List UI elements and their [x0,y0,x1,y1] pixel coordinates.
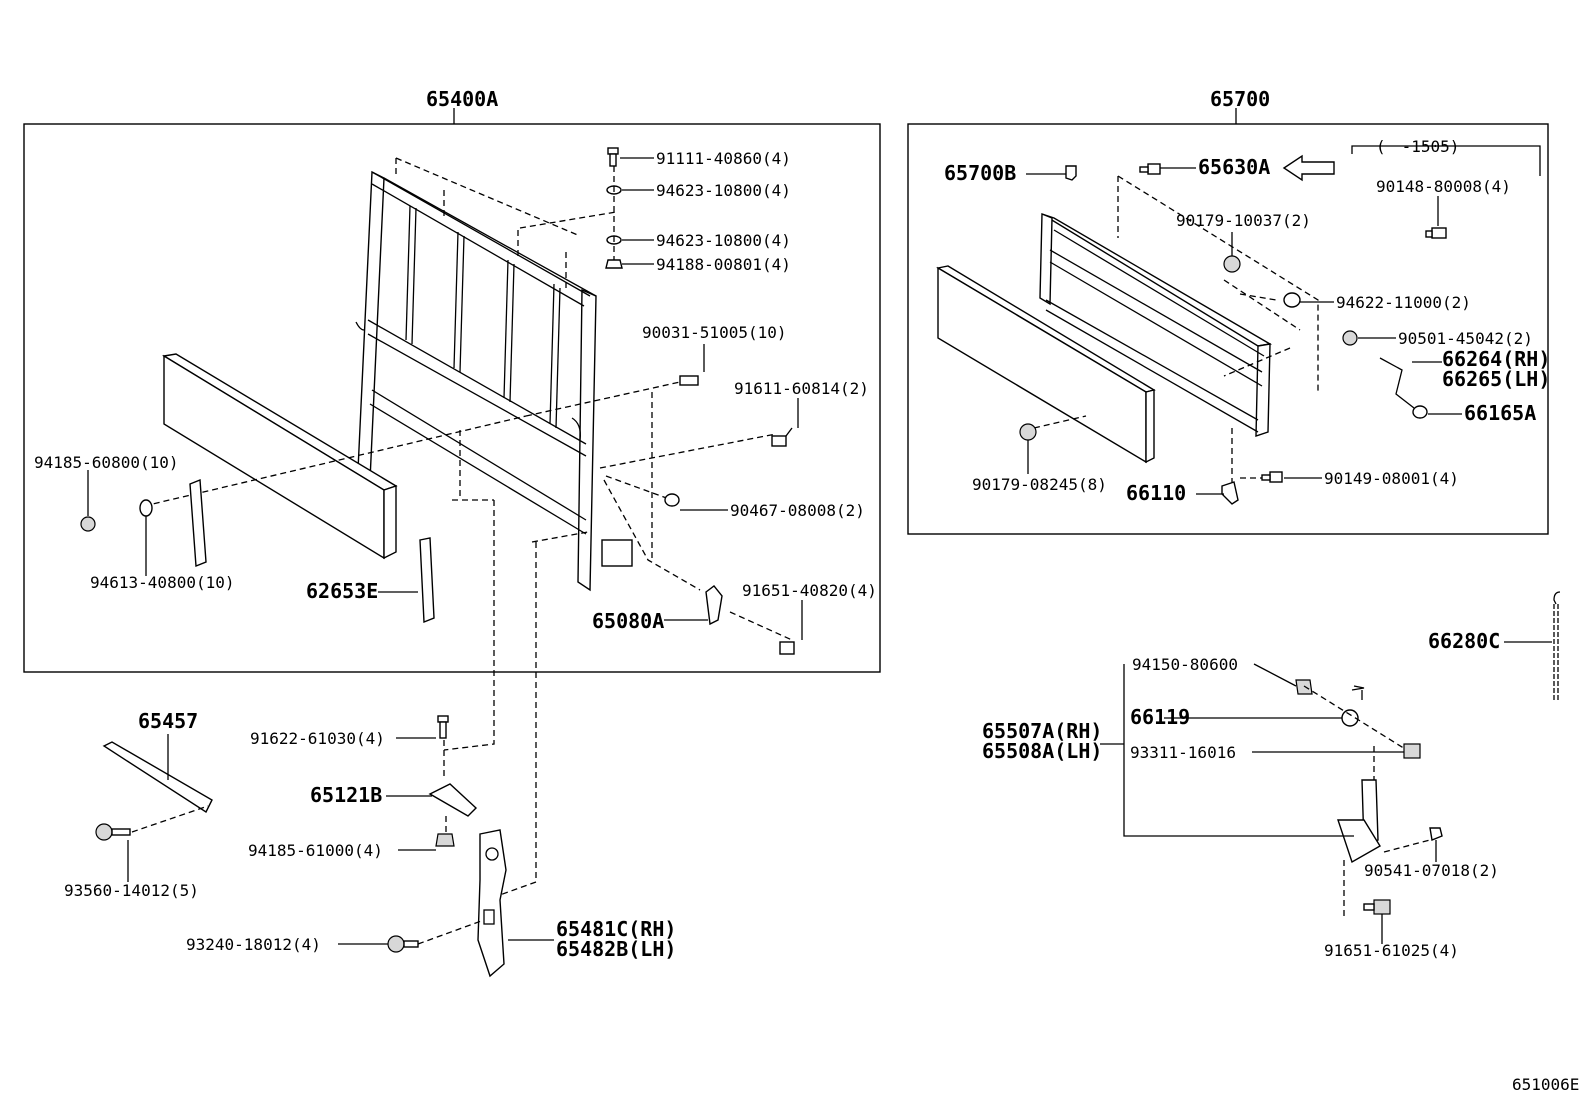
bushing-90179-icon [1223,255,1241,273]
label-90467-08008[interactable]: 90467-08008(2) [730,501,865,520]
label-65121b[interactable]: 65121B [310,783,382,807]
label-94185-60800[interactable]: 94185-60800(10) [34,453,179,472]
label-65630a[interactable]: 65630A [1198,155,1270,179]
nut-94188-icon [605,259,623,269]
bolt-93311-icon [1403,743,1421,759]
bracket-65121b-icon [428,783,478,817]
bushing-90501-icon [1342,330,1358,346]
rod-66264-icon [1379,357,1415,409]
label-91611-60814[interactable]: 91611-60814(2) [734,379,869,398]
bolt-91611-icon [771,427,793,447]
strip-65457-icon [102,741,213,814]
label-94188-00801[interactable]: 94188-00801(4) [656,255,791,274]
label-90179-08245[interactable]: 90179-08245(8) [972,475,1107,494]
nut-94150-icon [1295,679,1313,695]
pin-icon [1351,685,1365,691]
side-panel-board-illustration [162,353,398,560]
clip-65700b-icon [1065,165,1077,181]
label-93560-14012[interactable]: 93560-14012(5) [64,881,199,900]
label-65457[interactable]: 65457 [138,709,198,733]
label-65700b[interactable]: 65700B [944,161,1016,185]
group-65507a-bracket [1123,664,1354,837]
bolt-91651b-icon [1363,899,1391,915]
label-65507a-rh[interactable]: 65507A(RH) [982,719,1102,743]
label-91651-61025[interactable]: 91651-61025(4) [1324,941,1459,960]
label-62653e[interactable]: 62653E [306,579,378,603]
label-90501-45042[interactable]: 90501-45042(2) [1398,329,1533,348]
label-66264-rh[interactable]: 66264(RH) [1442,347,1550,371]
label-90031-51005[interactable]: 90031-51005(10) [642,323,787,342]
label-65508a-lh[interactable]: 65508A(LH) [982,739,1102,763]
nut-94185-icon [80,516,96,532]
label-94623-10800-a[interactable]: 94623-10800(4) [656,181,791,200]
label-65080a[interactable]: 65080A [592,609,664,633]
label-90148-80008[interactable]: 90148-80008(4) [1376,177,1511,196]
label-90541-07018[interactable]: 90541-07018(2) [1364,861,1499,880]
diagram-code: 651006E [1512,1075,1579,1094]
label-66280c[interactable]: 66280C [1428,629,1500,653]
label-94622-11000[interactable]: 94622-11000(2) [1336,293,1471,312]
pin-90467-icon [664,493,680,507]
group-65700-title[interactable]: 65700 [1210,87,1270,111]
label-91111-40860[interactable]: 91111-40860(4) [656,149,791,168]
group-65400a-frame [23,123,881,673]
label-66110[interactable]: 66110 [1126,481,1186,505]
label-91651-40820[interactable]: 91651-40820(4) [742,581,877,600]
bolt-90148-icon [1425,227,1447,239]
hinge-bracket-65507a-icon [1337,779,1381,864]
label-66119[interactable]: 66119 [1130,705,1190,729]
group-65700-frame [907,123,1549,535]
clip-66110-icon [1221,481,1239,505]
washer-94622-icon [1283,292,1301,308]
bolt-90149-icon [1261,471,1283,483]
strip-62653e-a-icon [189,478,207,568]
label-90179-10037[interactable]: 90179-10037(2) [1176,211,1311,230]
label-66265-lh[interactable]: 66265(LH) [1442,367,1550,391]
group-65400a-title[interactable]: 65400A [426,87,498,111]
label-applicability-1505[interactable]: ( -1505) [1376,137,1459,156]
cap-66165a-icon [1412,405,1428,419]
label-94150-80600[interactable]: 94150-80600 [1132,655,1238,674]
nut-94185b-icon [435,833,455,847]
screw-93560-icon [95,823,131,841]
washer-94613-icon [139,499,153,517]
label-93311-16016[interactable]: 93311-16016 [1130,743,1236,762]
headboard-frame-illustration [355,170,633,592]
label-94185-61000[interactable]: 94185-61000(4) [248,841,383,860]
bolt-90031-icon [679,375,699,386]
bolt-65630a-icon [1139,163,1161,175]
bushing-90179b-icon [1019,423,1037,441]
label-94613-40800[interactable]: 94613-40800(10) [90,573,235,592]
bolt-91651-icon [779,641,795,655]
label-65482b-lh[interactable]: 65482B(LH) [556,937,676,961]
label-66165a[interactable]: 66165A [1464,401,1536,425]
arrow-left-icon [1282,154,1335,182]
tailgate-frame-illustration [1039,212,1273,437]
label-65481c-rh[interactable]: 65481C(RH) [556,917,676,941]
bracket-65481c-icon [477,829,507,978]
strip-62653e-b-icon [419,537,435,624]
label-94623-10800-b[interactable]: 94623-10800(4) [656,231,791,250]
hook-65080a-icon [705,585,723,626]
screw-93240-icon [387,935,419,953]
label-90149-08001[interactable]: 90149-08001(4) [1324,469,1459,488]
label-93240-18012[interactable]: 93240-18012(4) [186,935,321,954]
label-91622-61030[interactable]: 91622-61030(4) [250,729,385,748]
bolt-90541-icon [1429,827,1443,841]
bolt-91622-icon [437,715,449,739]
tailgate-panel-illustration [936,265,1156,464]
chain-66280c-icon [1553,591,1561,700]
bolt-91111-icon [607,147,619,167]
